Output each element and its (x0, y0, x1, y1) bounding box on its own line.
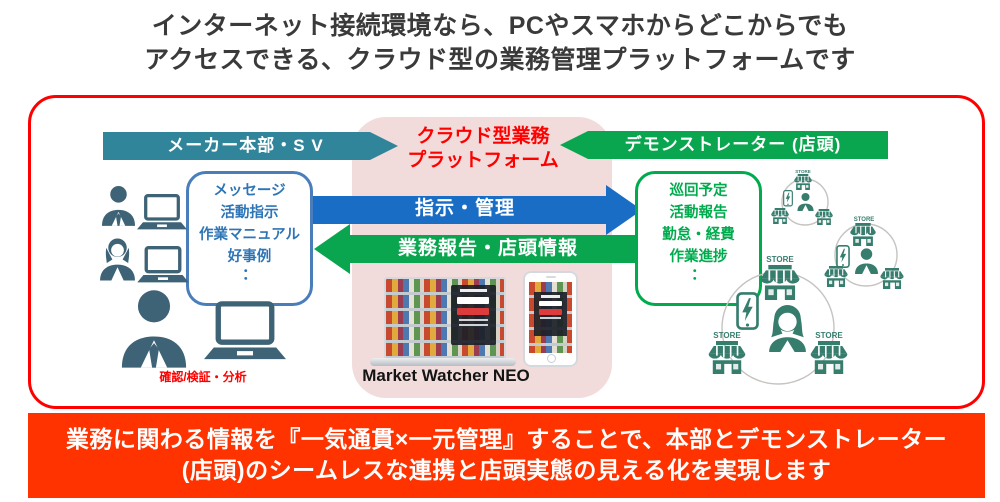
store-icon (760, 265, 800, 300)
login-logo-line (540, 294, 561, 298)
report-arrow-label: 業務報告・店頭情報 (397, 238, 578, 259)
sv-laptop-icon (137, 194, 187, 231)
product-name: Market Watcher NEO (362, 366, 530, 385)
footer-line2: (店頭)のシームレスな連携と店頭実態の見える化を実現します (181, 457, 832, 483)
maker-hq-banner-label: メーカー本部・S V (167, 136, 324, 155)
footer-line1: 業務に関わる情報を『一気通貫×一元管理』することで、本部とデモンストレーター (65, 426, 948, 452)
store-item: 勤怠・経費 (662, 227, 735, 243)
store-item-ellipsis: ： (690, 266, 706, 283)
phone-screenshot (529, 282, 572, 353)
hq-item: 活動指示 (220, 205, 279, 221)
page-title-line2: アクセスできる、クラウド型の業務管理プラットフォームです (144, 46, 856, 74)
store-icon (771, 208, 789, 224)
hq-item: 好事例 (227, 249, 272, 265)
store-item: 活動報告 (669, 205, 728, 221)
hq-item: 作業マニュアル (198, 227, 301, 243)
store-item: 巡回予定 (669, 183, 728, 199)
laptop-base (370, 358, 516, 366)
demonstrator-icon (855, 248, 878, 274)
login-input (538, 301, 563, 307)
store-label: STORE (795, 169, 810, 174)
store-label: STORE (766, 255, 794, 264)
phone-speaker (545, 276, 556, 278)
store-clusters: STORE STORE STORE STORE STORE (708, 169, 904, 385)
phone-device (523, 271, 578, 367)
store-items-box: 巡回予定 活動報告 勤怠・経費 作業進捗 ： (635, 171, 762, 306)
cloud-platform-title-line2: プラットフォーム (407, 150, 559, 171)
login-text-line (458, 318, 488, 321)
cloud-platform-title: クラウド型業務 プラットフォーム (377, 125, 589, 173)
login-logo-line (459, 289, 487, 293)
login-button (457, 307, 490, 316)
hq-item: メッセージ (213, 183, 286, 199)
footer-banner: 業務に関わる情報を『一気通貫×一元管理』することで、本部とデモンストレーター (… (28, 413, 985, 498)
sv-person-icon (101, 184, 136, 227)
store-icon (810, 341, 848, 374)
store-icon (708, 341, 746, 374)
analyst-person-icon (120, 288, 188, 368)
hq-caption: 確認/検証・分析 (159, 370, 247, 384)
store-icon (815, 209, 833, 225)
demonstrator-banner: デモンストレーター (店頭) (560, 131, 888, 159)
login-button (538, 309, 563, 315)
hq-items-box: メッセージ 活動指示 作業マニュアル 好事例 ： (186, 171, 313, 306)
phone-bolt-icon (736, 292, 759, 330)
sv-person-icon (98, 236, 137, 282)
phone-home-button (547, 354, 556, 363)
page-title: インターネット接続環境なら、PCやスマホからどこからでも アクセスできる、クラウ… (0, 9, 1000, 77)
page-title-line1: インターネット接続環境なら、PCやスマホからどこからでも (151, 12, 849, 40)
phone-login-panel (534, 291, 567, 336)
demonstrator-banner-label: デモンストレーター (店頭) (624, 135, 842, 154)
store-item: 作業進捗 (669, 249, 728, 265)
store-icon (824, 266, 848, 287)
store-label: STORE (815, 331, 843, 340)
login-panel (450, 285, 496, 346)
login-text-line (458, 323, 488, 326)
phone-bolt-icon (836, 245, 850, 268)
phone-bolt-icon (783, 190, 793, 207)
cloud-platform-title-line1: クラウド型業務 (416, 126, 550, 147)
instruction-arrow-label: 指示・管理 (414, 198, 515, 219)
maker-hq-banner: メーカー本部・S V (103, 132, 398, 160)
store-icon (794, 174, 812, 190)
demonstrator-icon (797, 192, 814, 211)
demonstrator-icon (769, 305, 806, 352)
login-input (457, 296, 490, 305)
login-text-line (540, 317, 561, 320)
laptop-screenshot (384, 277, 506, 360)
store-label: STORE (854, 217, 875, 223)
hq-item-ellipsis: ： (241, 266, 257, 283)
store-label: STORE (713, 331, 741, 340)
sv-laptop-icon (137, 246, 189, 284)
analyst-laptop-icon (204, 301, 286, 362)
